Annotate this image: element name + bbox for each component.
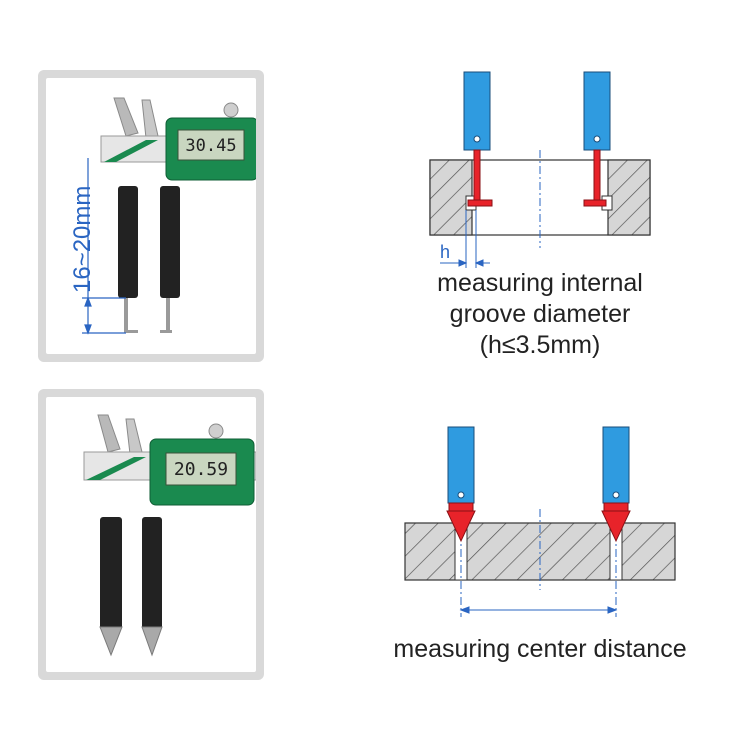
probe-right-sleeve [160, 186, 180, 298]
photo-internal-groove: 30.45 16~20mm [46, 78, 256, 354]
caption-line-1: measuring internal [437, 269, 643, 297]
workpiece-right-wall [607, 159, 651, 236]
thumb-roller [223, 102, 239, 118]
probe-left-foot [124, 330, 138, 333]
workpiece-plate [404, 522, 676, 581]
lcd-reading: 30.45 [185, 136, 236, 156]
probe-left-sleeve [118, 186, 138, 298]
probe-left-collar [448, 502, 474, 512]
probe-left-body [447, 426, 475, 504]
caption-line-2: groove diameter [449, 300, 631, 328]
probe-right-pin [166, 298, 170, 332]
dimension-label: 16~20mm [69, 186, 96, 293]
beam-green-stripe [86, 457, 146, 480]
probe-right-cone [141, 626, 163, 657]
probe-right-sleeve [142, 517, 162, 629]
h-label: h [440, 242, 450, 262]
probe-left-sleeve [100, 517, 122, 629]
upper-jaw-right [141, 99, 159, 139]
workpiece-left-wall [429, 159, 473, 236]
lcd-reading: 20.59 [174, 459, 228, 480]
probe-right-pivot [593, 135, 601, 143]
internal-groove-diagram: h [429, 71, 651, 268]
beam-green-stripe [104, 140, 158, 162]
center-distance-dimension [459, 606, 618, 614]
photo-internal-groove-frame: 30.45 16~20mm [38, 70, 264, 362]
h-dimension [440, 210, 490, 268]
caliper-center-distance-illustration: 20.59 [83, 414, 256, 657]
caliper-internal-groove-illustration: 30.45 16~20mm [69, 97, 256, 335]
probe-right-pivot [612, 491, 620, 499]
caption-line-3: (h≤3.5mm) [479, 331, 601, 359]
probe-left-cone [99, 626, 123, 657]
caption-internal-groove: measuring internal groove diameter (h≤3.… [395, 268, 685, 361]
probe-right-cone [601, 510, 631, 543]
probe-left-tip [467, 199, 493, 207]
lcd-screen [165, 452, 237, 486]
upper-jaw-right [125, 418, 143, 455]
dimension-marker [82, 158, 126, 335]
probe-left-pivot [473, 135, 481, 143]
probe-right-tip [583, 199, 607, 207]
probe-right-stem [593, 149, 601, 203]
probe-left-cone [446, 510, 476, 543]
thumb-roller [208, 423, 224, 439]
probe-right-collar [603, 502, 629, 512]
upper-jaw-left [113, 97, 139, 137]
center-distance-diagram [404, 426, 676, 617]
probe-left-pivot [457, 491, 465, 499]
probe-left-pin [124, 298, 128, 332]
photo-center-distance: 20.59 [46, 397, 256, 672]
probe-left-stem [473, 149, 481, 203]
caption-center-distance: measuring center distance [393, 635, 687, 663]
upper-jaw-left [97, 414, 121, 453]
photo-center-distance-frame: 20.59 [38, 389, 264, 680]
probe-right-foot [160, 330, 172, 333]
lcd-screen [177, 129, 245, 161]
